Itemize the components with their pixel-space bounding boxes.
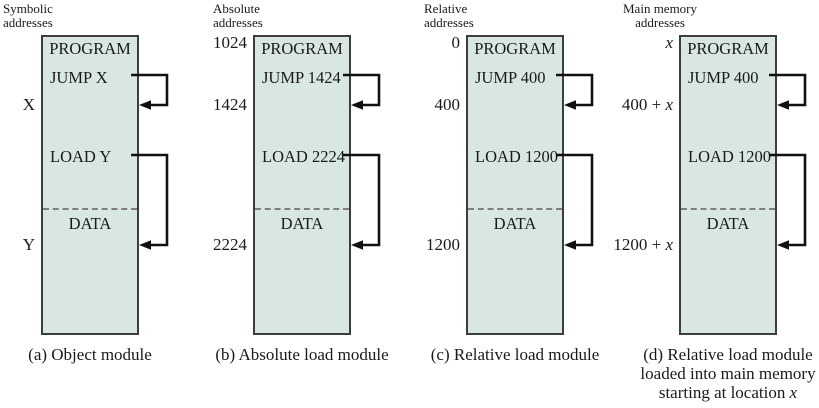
jump-load-arrows — [556, 73, 594, 250]
arrowhead-icon — [139, 100, 151, 110]
address-type-line: Relative — [424, 1, 468, 16]
arrowhead-icon — [139, 240, 151, 250]
address-label-load-target: 1200 — [426, 235, 460, 254]
jump-load-arrows — [769, 73, 807, 250]
arrowhead-icon — [564, 240, 576, 250]
address-type-line: Main memory — [623, 1, 698, 16]
memory-module-box: PROGRAM JUMP X LOAD Y DATA — [41, 35, 139, 335]
address-label-jump-target: 400 + x — [621, 95, 673, 114]
arrow-line — [769, 73, 807, 107]
load-arrow — [556, 153, 594, 250]
caption-line: (c) Relative load module — [430, 345, 600, 364]
panel-absolute-load-module: Absolute addresses 1024 1424 2224 PROGRA… — [178, 0, 389, 408]
address-label-jump-target: X — [22, 95, 35, 114]
jump-instruction-label: JUMP 1424 — [262, 68, 341, 87]
arrowhead-icon — [351, 240, 363, 250]
panel-relative-load-module-in-memory: Main memory addresses x 400 + x 1200 + x… — [604, 0, 815, 408]
caption-line: (d) Relative load module — [643, 345, 813, 364]
address-type-line: Absolute — [213, 1, 260, 16]
address-type-label: Symbolic addresses — [3, 2, 53, 30]
address-label-load-target: 1200 + x — [613, 235, 673, 254]
program-section-label: PROGRAM — [474, 39, 556, 58]
address-type-label: Absolute addresses — [213, 2, 263, 30]
jump-arrow — [556, 73, 594, 110]
arrow-line — [769, 153, 807, 247]
arrow-line — [556, 153, 594, 247]
address-label-load-target: 2224 — [213, 235, 247, 254]
arrow-line — [556, 73, 594, 107]
data-section-label: DATA — [493, 214, 537, 233]
panel-caption: (c) Relative load module — [425, 345, 605, 364]
jump-instruction-label: JUMP 400 — [475, 68, 546, 87]
program-section-label: PROGRAM — [49, 39, 131, 58]
data-section-label: DATA — [706, 214, 750, 233]
caption-line: (b) Absolute load module — [215, 345, 389, 364]
jump-arrow — [343, 73, 381, 110]
panel-caption: (a) Object module — [0, 345, 180, 364]
arrow-line — [343, 153, 381, 247]
caption-line: (a) Object module — [28, 345, 152, 364]
address-type-label: Main memory addresses — [623, 2, 697, 30]
data-section-label: DATA — [280, 214, 324, 233]
arrow-line — [131, 73, 169, 107]
memory-module-box: PROGRAM JUMP 400 LOAD 1200 DATA — [466, 35, 564, 335]
caption-line: starting at location x — [658, 383, 798, 402]
address-type-line: addresses — [213, 15, 263, 30]
memory-module-box: PROGRAM JUMP 400 LOAD 1200 DATA — [679, 35, 777, 335]
load-instruction-label: LOAD 2224 — [262, 147, 345, 166]
program-section-label: PROGRAM — [261, 39, 343, 58]
load-instruction-label: LOAD 1200 — [475, 147, 558, 166]
address-type-label: Relative addresses — [424, 2, 474, 30]
program-data-divider — [255, 208, 349, 210]
address-label-top: 1024 — [213, 33, 247, 52]
jump-load-arrows — [131, 73, 169, 250]
memory-module-box: PROGRAM JUMP 1424 LOAD 2224 DATA — [253, 35, 351, 335]
jump-arrow — [131, 73, 169, 110]
arrowhead-icon — [351, 100, 363, 110]
jump-load-arrows — [343, 73, 381, 250]
program-data-divider — [468, 208, 562, 210]
address-type-line: addresses — [424, 15, 474, 30]
panel-relative-load-module: Relative addresses 0 400 1200 PROGRAM JU… — [391, 0, 601, 408]
load-arrow — [769, 153, 807, 250]
address-type-line: addresses — [3, 15, 53, 30]
caption-line: loaded into main memory — [640, 364, 816, 383]
address-label-load-target: Y — [22, 235, 35, 254]
address-label-top: x — [665, 33, 673, 52]
address-type-line: Symbolic — [3, 1, 53, 16]
address-type-line: addresses — [635, 15, 685, 30]
arrow-line — [131, 153, 169, 247]
load-arrow — [343, 153, 381, 250]
program-data-divider — [43, 208, 137, 210]
load-instruction-label: LOAD Y — [50, 147, 112, 166]
arrowhead-icon — [777, 100, 789, 110]
jump-instruction-label: JUMP 400 — [688, 68, 759, 87]
address-label-jump-target: 1424 — [213, 95, 247, 114]
panel-object-module: Symbolic addresses X Y PROGRAM JUMP X LO… — [0, 0, 176, 408]
load-instruction-label: LOAD 1200 — [688, 147, 771, 166]
jump-arrow — [769, 73, 807, 110]
panel-caption: (b) Absolute load module — [212, 345, 392, 364]
data-section-label: DATA — [68, 214, 112, 233]
address-label-top: 0 — [451, 33, 461, 52]
load-arrow — [131, 153, 169, 250]
address-label-jump-target: 400 — [434, 95, 461, 114]
jump-instruction-label: JUMP X — [50, 68, 108, 87]
arrowhead-icon — [777, 240, 789, 250]
arrowhead-icon — [564, 100, 576, 110]
arrow-line — [343, 73, 381, 107]
program-section-label: PROGRAM — [687, 39, 769, 58]
panel-caption: (d) Relative load module loaded into mai… — [638, 345, 818, 402]
program-data-divider — [681, 208, 775, 210]
